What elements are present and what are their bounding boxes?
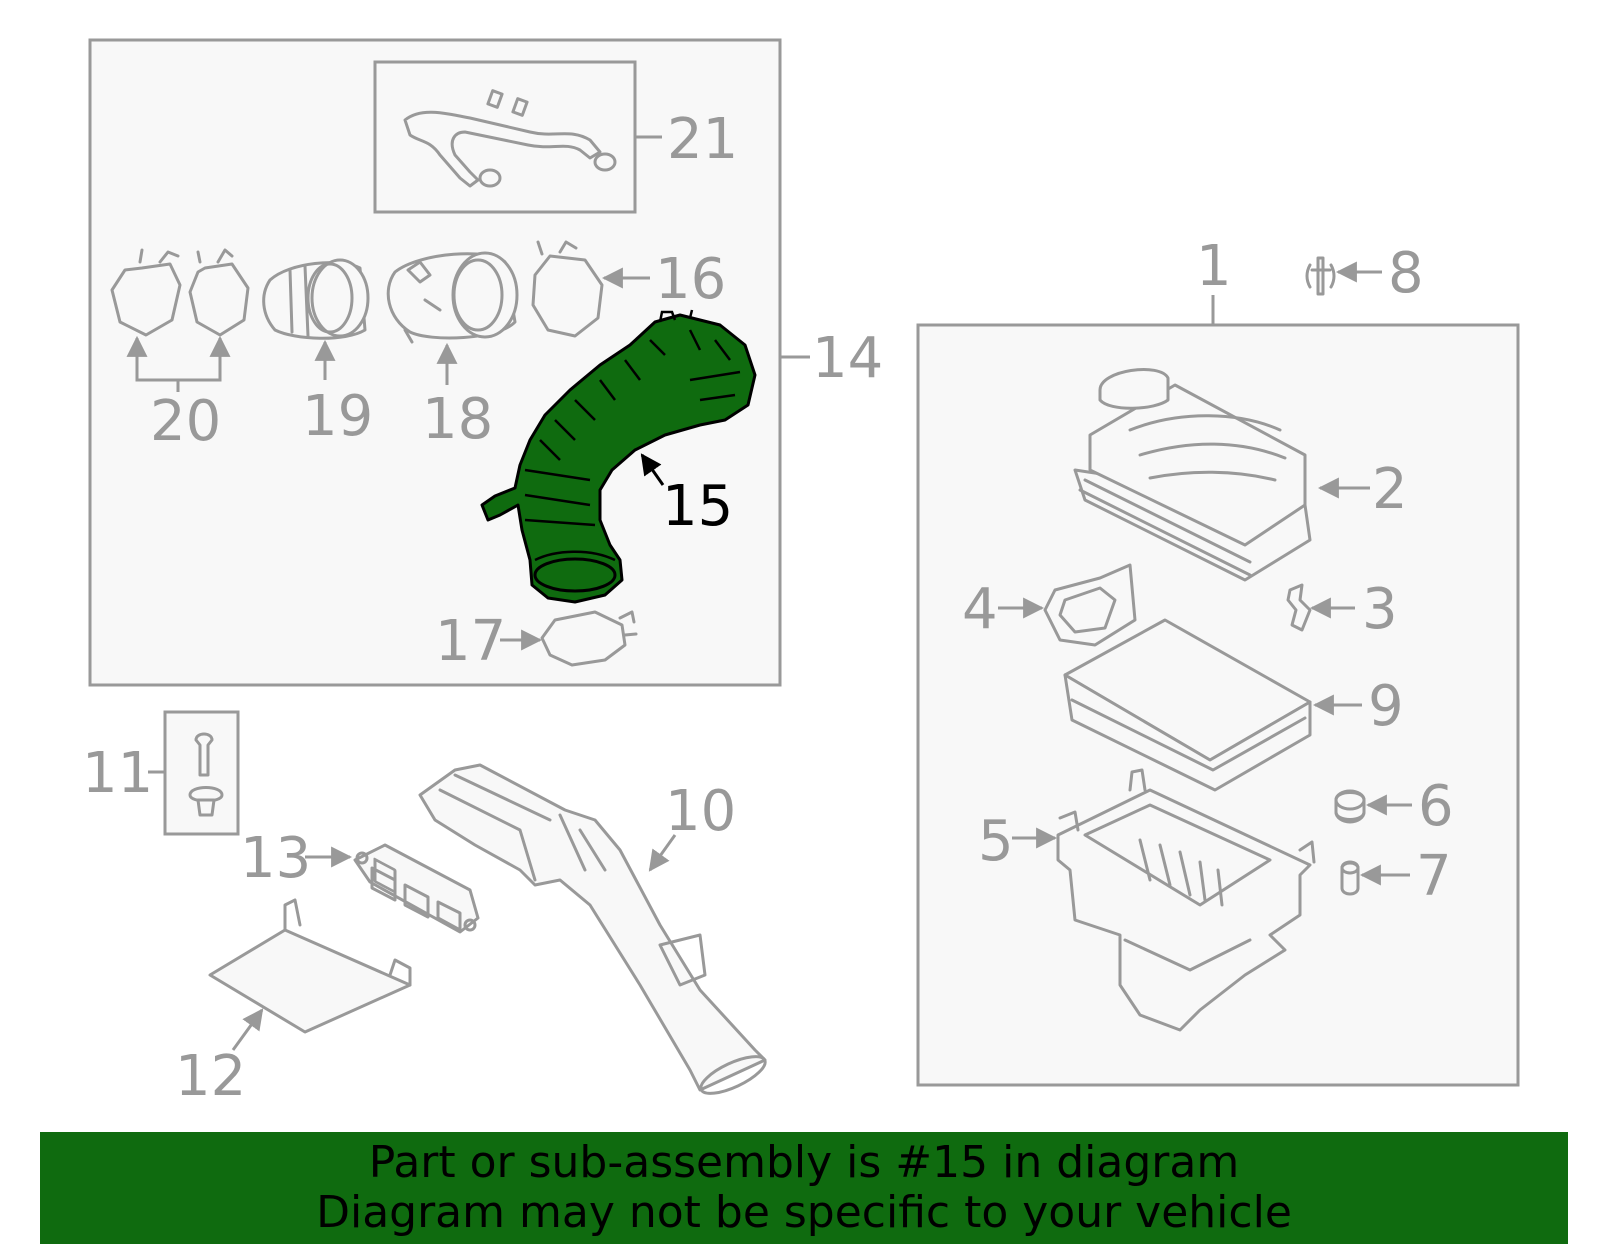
leader-10 [648,834,677,872]
label-16: 16 [655,247,726,312]
part-6-grommet [1334,789,1366,824]
label-18: 18 [422,387,493,452]
leader-12 [231,1008,264,1051]
label-11: 11 [82,741,153,806]
label-1: 1 [1196,234,1232,299]
label-14: 14 [812,326,883,391]
part-13-bracket [353,843,480,934]
part-3-bracket [1286,583,1312,632]
label-7: 7 [1416,844,1452,909]
label-17: 17 [435,609,506,674]
label-12: 12 [175,1044,246,1109]
label-13: 13 [240,826,311,891]
part-20-clamps [110,248,250,337]
label-3: 3 [1362,577,1398,642]
part-18-sensor-housing [386,251,519,344]
part-2-cover [1073,368,1312,582]
label-9: 9 [1368,674,1404,739]
banner-line-1: Part or sub-assembly is #15 in diagram [368,1137,1240,1188]
leader-15 [640,453,665,486]
label-5: 5 [978,809,1014,874]
label-6: 6 [1418,774,1454,839]
label-15: 15 [662,474,733,539]
part-7-insulator [1340,860,1360,896]
info-banner: Part or sub-assembly is #15 in diagram D… [40,1132,1568,1244]
part-8-clip [1305,256,1336,296]
part-10-duct [418,763,767,1095]
label-20: 20 [150,389,221,454]
part-19-coupler [262,258,370,340]
part-4-seal [1043,563,1137,647]
label-19: 19 [302,384,373,449]
part-9-filter [1063,618,1312,792]
label-10: 10 [665,779,736,844]
part-21-breather-hose [403,89,617,188]
part-15-body [480,313,757,604]
part-11-bolt-grommet [188,732,224,817]
label-21: 21 [667,107,738,172]
part-17-clamp [540,610,638,667]
label-2: 2 [1372,457,1408,522]
part-12-plate [208,898,412,1034]
label-4: 4 [962,577,998,642]
part-15-intake-hose [480,309,757,604]
banner-line-2: Diagram may not be specific to your vehi… [316,1187,1292,1238]
part-16-clamp [531,240,604,338]
part-5-lower-case [1056,768,1316,1032]
label-8: 8 [1388,241,1424,306]
